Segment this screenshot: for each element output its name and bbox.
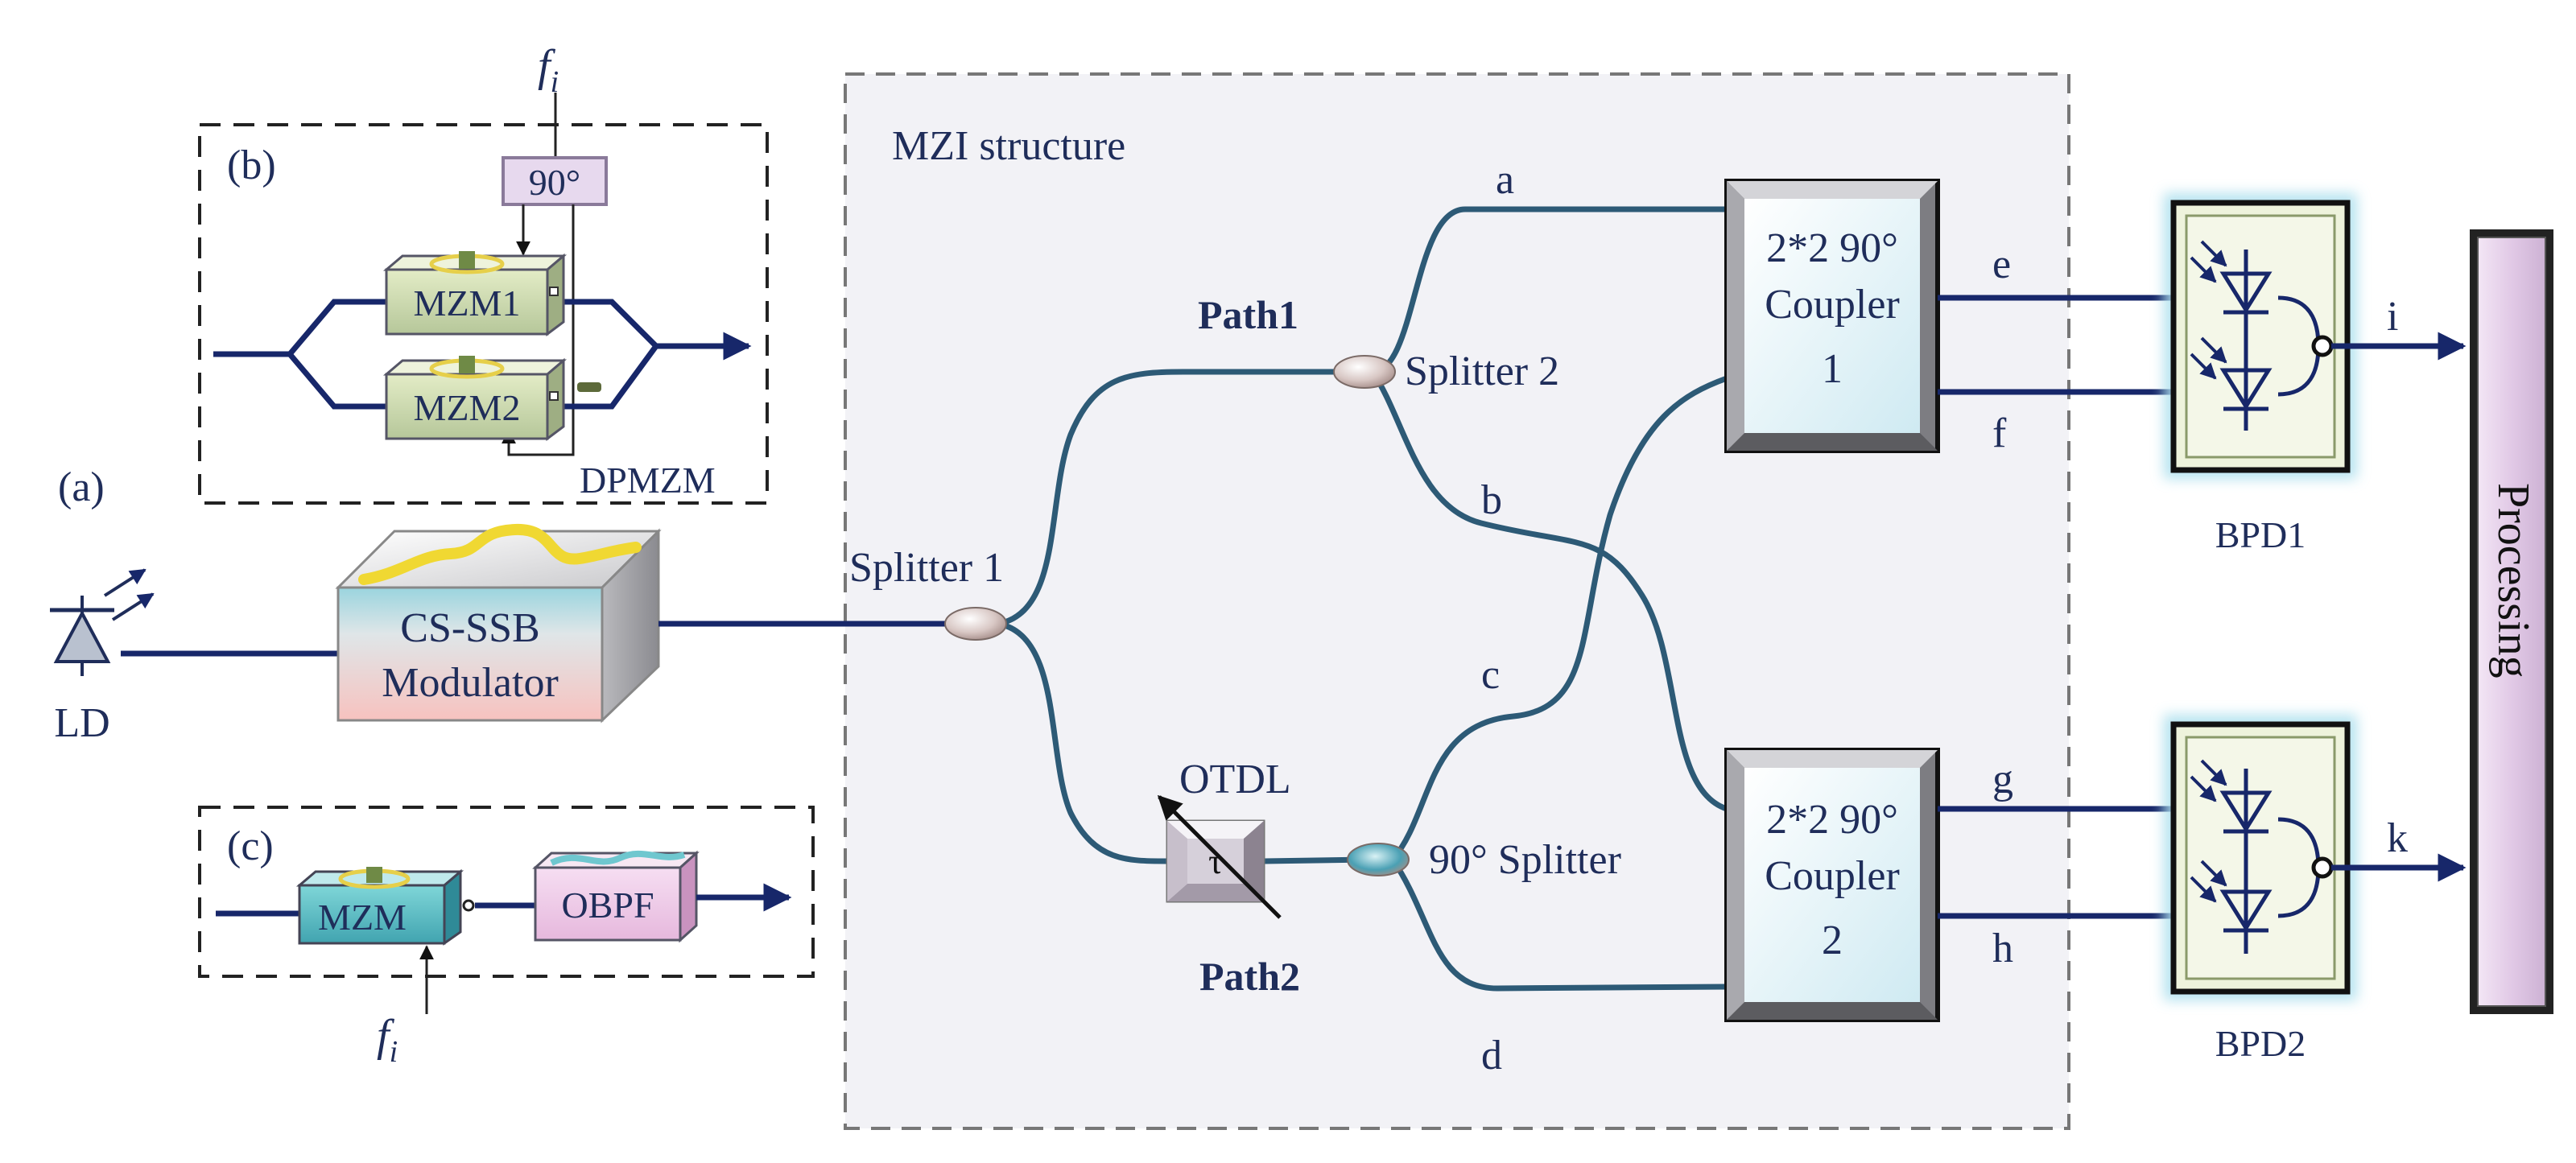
bpd2-label: BPD2 [2215,1023,2306,1064]
port-g-label: g [1992,757,2013,802]
section-a-label: (a) [58,464,105,510]
fiber-d [1389,856,1730,992]
obpf-block: OBPF [532,850,700,943]
dpmzm-bias-pad [577,382,601,392]
inset-b-label: (b) [227,142,276,188]
otdl-block: τ [1157,794,1282,919]
bpd2-block [2164,715,2357,1000]
mzm-output-port [462,899,475,912]
ld-icon [50,568,155,676]
mzi-title: MZI structure [892,123,1125,169]
port-k-label: k [2387,815,2408,861]
mzm-block: MZM [295,867,464,946]
splitter2-icon [1333,355,1396,389]
fiber-path1 [995,369,1356,627]
otdl-label: OTDL [1179,757,1291,802]
coupler2-label-line3: 2 [1822,918,1843,963]
splitter90-icon [1347,843,1410,876]
port-f-label: f [1992,410,2007,456]
dpmzm-input-upper [213,299,386,357]
mzm-label: MZM [318,897,407,938]
inset-c-box [198,806,815,978]
mzm1-label: MZM1 [414,283,521,324]
bpd1-block [2164,193,2357,479]
coupler2-block: 2*2 90° Coupler 2 [1724,748,1940,1022]
ps-to-mzm2-arrow [502,204,575,456]
phase-shifter-90 [502,156,608,206]
coupler2-label-line1: 2*2 90° [1766,797,1898,843]
modulator-label-line2: Modulator [382,660,559,706]
inset-c-label: (c) [227,823,274,869]
port-i-label: i [2387,294,2398,340]
splitter90-label: 90° Splitter [1429,837,1621,883]
fiber-path2 [995,621,1170,864]
mzm1-block: MZM1 [382,251,568,336]
port-d-label: d [1481,1033,1502,1078]
path2-label: Path2 [1199,954,1300,999]
dpmzm-output-upper [559,299,658,348]
inset-b-box [198,123,769,505]
mzm2-label: MZM2 [414,387,521,428]
bpd1-label: BPD1 [2215,514,2306,555]
cs-ssb-modulator: CS-SSB Modulator [335,523,662,724]
processing-label: Processing [2488,483,2538,678]
obpf-label: OBPF [561,885,654,926]
coupler1-label-line2: Coupler [1765,282,1900,328]
port-c-label: c [1481,652,1500,698]
splitter1-label: Splitter 1 [849,545,1004,591]
modulator-label-line1: CS-SSB [400,605,539,651]
mzm2-block: MZM2 [382,356,568,441]
processing-block: Processing [2470,229,2553,1014]
port-h-label: h [1992,926,2013,971]
splitter1-icon [944,607,1007,641]
port-b-label: b [1481,477,1502,523]
fiber-c [1389,375,1730,863]
port-a-label: a [1496,157,1514,203]
ld-label: LD [54,700,109,746]
dpmzm-output-lower [559,344,658,410]
dpmzm-label: DPMZM [580,460,716,501]
coupler1-label-line1: 2*2 90° [1766,225,1898,271]
coupler1-block: 2*2 90° Coupler 1 [1724,179,1940,453]
fi-top-label: fi [538,41,559,99]
coupler1-label-line3: 1 [1822,346,1843,392]
coupler2-label-line2: Coupler [1765,853,1900,899]
phase-shifter-90-label: 90° [529,162,580,203]
fi-bottom-label: fi [377,1011,398,1069]
path1-label: Path1 [1198,292,1298,337]
splitter2-label: Splitter 2 [1405,348,1559,394]
port-e-label: e [1992,241,2011,287]
fiber-b [1369,369,1730,812]
dpmzm-input-lower [287,352,386,410]
otdl-tunable-arrow [1157,794,1282,919]
